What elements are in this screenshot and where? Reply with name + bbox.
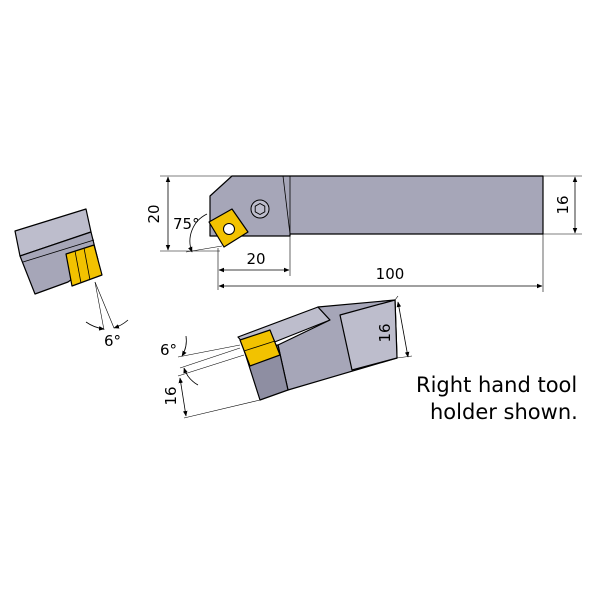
insert-hole-icon <box>223 223 235 235</box>
insert-iso-view <box>239 329 281 367</box>
dim-iso-16-top: 16 <box>376 323 394 342</box>
dim-angle-6-end: 6° <box>104 332 121 350</box>
iso-view: 6° 16 16 <box>160 295 413 419</box>
dim-angle-75: 75° <box>173 215 200 233</box>
dim-offset-20: 20 <box>246 250 265 268</box>
note-line-1: Right hand tool <box>416 373 577 397</box>
insert-end-view <box>65 244 103 287</box>
dim-iso-16-left: 16 <box>162 386 180 405</box>
dim-angle-6-iso: 6° <box>160 341 177 359</box>
clamp-screw-icon <box>250 199 270 219</box>
end-view: 6° <box>14 208 129 350</box>
dim-height-20: 20 <box>145 204 163 223</box>
note: Right hand tool holder shown. <box>416 373 578 424</box>
top-view: 20 75° 20 100 16 <box>145 175 582 292</box>
dim-length-100: 100 <box>376 265 405 283</box>
note-line-2: holder shown. <box>430 400 578 424</box>
holder-shank <box>209 175 544 237</box>
dim-shank-16: 16 <box>554 195 572 214</box>
